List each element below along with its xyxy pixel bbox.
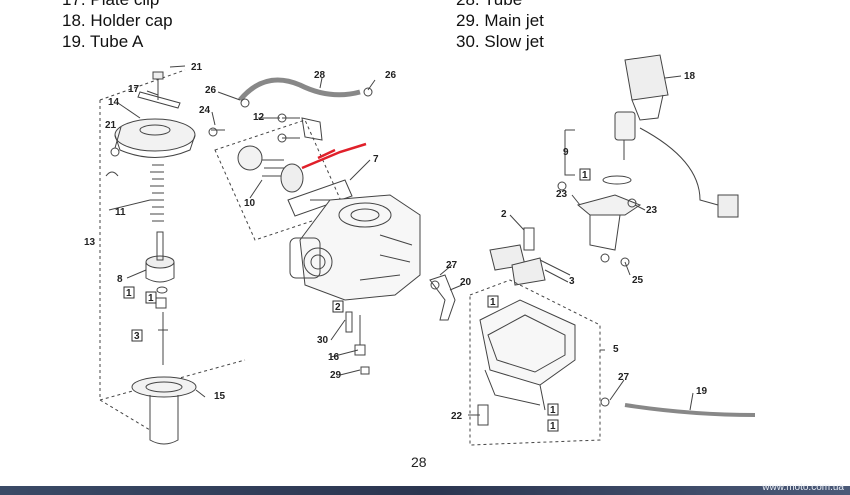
callout-number: 7 bbox=[373, 154, 379, 165]
callout-number: 27 bbox=[618, 372, 630, 383]
callout-number: 9 bbox=[563, 147, 569, 158]
callout-number: 16 bbox=[328, 352, 340, 363]
boxed-label: 2 bbox=[335, 302, 341, 313]
callout-number: 25 bbox=[632, 275, 644, 286]
callout-number: 15 bbox=[214, 391, 226, 402]
callout-number: 14 bbox=[108, 97, 120, 108]
legend-item-19: 19. Tube A bbox=[62, 32, 144, 51]
callout-number: 21 bbox=[105, 120, 117, 131]
callout-number: 5 bbox=[613, 344, 619, 355]
boxed-label: 3 bbox=[134, 331, 140, 342]
callout-number: 26 bbox=[385, 70, 397, 81]
legend-item-17: 17. Plate clip bbox=[62, 0, 173, 10]
legend-item-29: 29. Main jet bbox=[456, 11, 544, 30]
callout-number: 3 bbox=[569, 276, 575, 287]
boxed-label: 1 bbox=[582, 170, 588, 181]
callout-number: 10 bbox=[244, 198, 256, 209]
callout-number: 11 bbox=[115, 207, 126, 218]
legend-left: 17. Plate clip 18. Holder cap 19. Tube A bbox=[62, 0, 173, 52]
callout-number: 18 bbox=[684, 71, 696, 82]
callout-number: 24 bbox=[199, 105, 211, 116]
callout-number: 27 bbox=[446, 260, 458, 271]
callout-number: 19 bbox=[696, 386, 708, 397]
watermark: www.moto.com.ua bbox=[762, 482, 844, 493]
callout-number: 29 bbox=[330, 370, 342, 381]
callout-number: 30 bbox=[317, 335, 329, 346]
boxed-label: 1 bbox=[490, 297, 496, 308]
bottom-bar bbox=[0, 486, 850, 495]
callout-number: 2 bbox=[501, 209, 507, 220]
callout-number: 17 bbox=[128, 84, 140, 95]
boxed-label: 1 bbox=[148, 293, 154, 304]
legend-item-18: 18. Holder cap bbox=[62, 11, 173, 30]
page-number: 28 bbox=[411, 454, 427, 470]
legend-item-28: 28. Tube bbox=[456, 0, 544, 10]
callout-number: 23 bbox=[646, 205, 658, 216]
callout-number: 28 bbox=[314, 70, 326, 81]
callout-number: 22 bbox=[451, 411, 463, 422]
callout-number: 13 bbox=[84, 237, 96, 248]
boxed-label: 1 bbox=[550, 405, 556, 416]
callout-number: 8 bbox=[117, 274, 123, 285]
callout-number: 21 bbox=[191, 62, 203, 73]
boxed-label: 1 bbox=[126, 288, 132, 299]
legend-item-30: 30. Slow jet bbox=[456, 32, 544, 51]
annotation-arrow-icon bbox=[301, 142, 367, 170]
boxed-label: 1 bbox=[550, 421, 556, 432]
callout-number: 26 bbox=[205, 85, 217, 96]
legend-right: 28. Tube 29. Main jet 30. Slow jet bbox=[456, 0, 544, 52]
callout-number: 23 bbox=[556, 189, 568, 200]
callout-number: 20 bbox=[460, 277, 472, 288]
callout-number: 12 bbox=[253, 112, 265, 123]
